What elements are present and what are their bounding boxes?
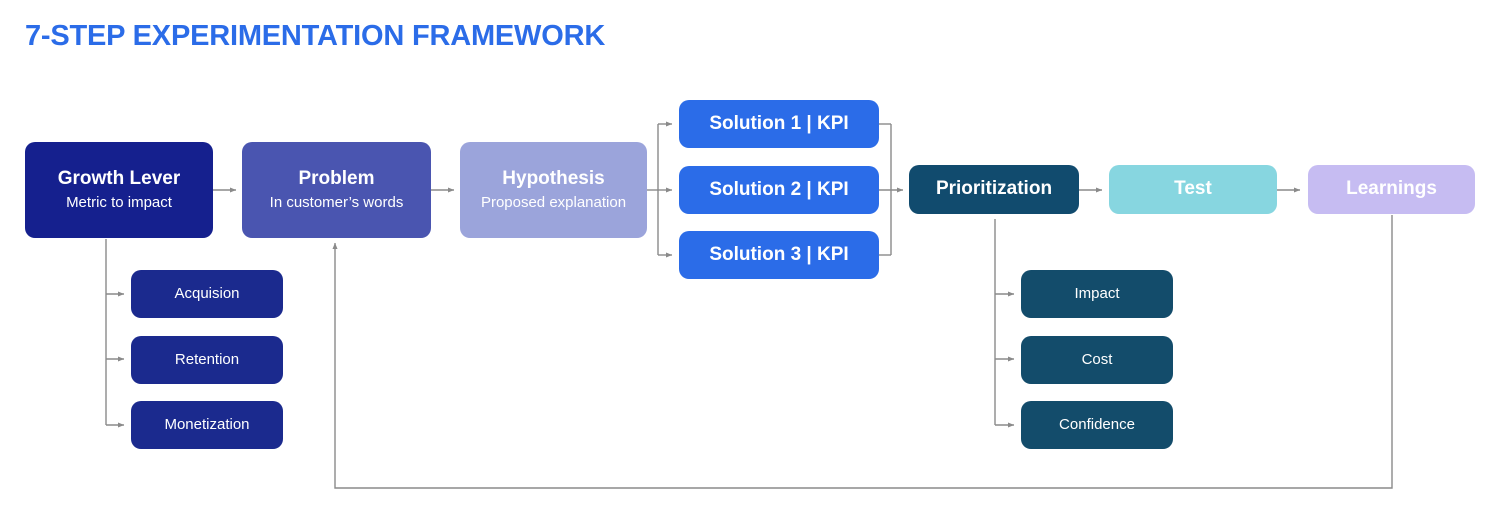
node-retention[interactable]: Retention — [131, 336, 283, 384]
page-title: 7-STEP EXPERIMENTATION FRAMEWORK — [25, 20, 606, 52]
node-hypothesis-title: Hypothesis — [502, 167, 605, 189]
node-hypothesis-subtitle: Proposed explanation — [480, 193, 627, 211]
node-growth-lever-title: Growth Lever — [57, 167, 181, 189]
node-monetization[interactable]: Monetization — [131, 401, 283, 449]
node-acquision[interactable]: Acquision — [131, 270, 283, 318]
node-solution-2-label: Solution 2 | KPI — [709, 178, 849, 200]
node-problem-title: Problem — [298, 167, 375, 189]
node-problem[interactable]: Problem In customer’s words — [242, 142, 431, 238]
node-solution-1[interactable]: Solution 1 | KPI — [679, 100, 879, 148]
node-learnings[interactable]: Learnings — [1308, 165, 1475, 214]
node-solution-3-label: Solution 3 | KPI — [709, 243, 849, 265]
node-confidence[interactable]: Confidence — [1021, 401, 1173, 449]
node-growth-lever[interactable]: Growth Lever Metric to impact — [25, 142, 213, 238]
node-monetization-label: Monetization — [164, 416, 250, 433]
node-solution-1-label: Solution 1 | KPI — [709, 112, 849, 134]
node-growth-lever-subtitle: Metric to impact — [66, 193, 172, 211]
node-solution-3[interactable]: Solution 3 | KPI — [679, 231, 879, 279]
node-test[interactable]: Test — [1109, 165, 1277, 214]
node-cost[interactable]: Cost — [1021, 336, 1173, 384]
node-impact-label: Impact — [1074, 285, 1120, 302]
node-prioritization-title: Prioritization — [935, 178, 1053, 200]
node-solution-2[interactable]: Solution 2 | KPI — [679, 166, 879, 214]
node-test-title: Test — [1174, 178, 1212, 200]
node-retention-label: Retention — [174, 351, 240, 368]
node-confidence-label: Confidence — [1059, 416, 1135, 433]
feedback-loop-learnings-to-problem — [332, 215, 1393, 489]
node-impact[interactable]: Impact — [1021, 270, 1173, 318]
node-cost-label: Cost — [1081, 351, 1113, 368]
node-learnings-title: Learnings — [1346, 178, 1437, 200]
node-hypothesis[interactable]: Hypothesis Proposed explanation — [460, 142, 647, 238]
node-acquision-label: Acquision — [174, 285, 240, 302]
node-problem-subtitle: In customer’s words — [269, 193, 404, 211]
node-prioritization[interactable]: Prioritization — [909, 165, 1079, 214]
